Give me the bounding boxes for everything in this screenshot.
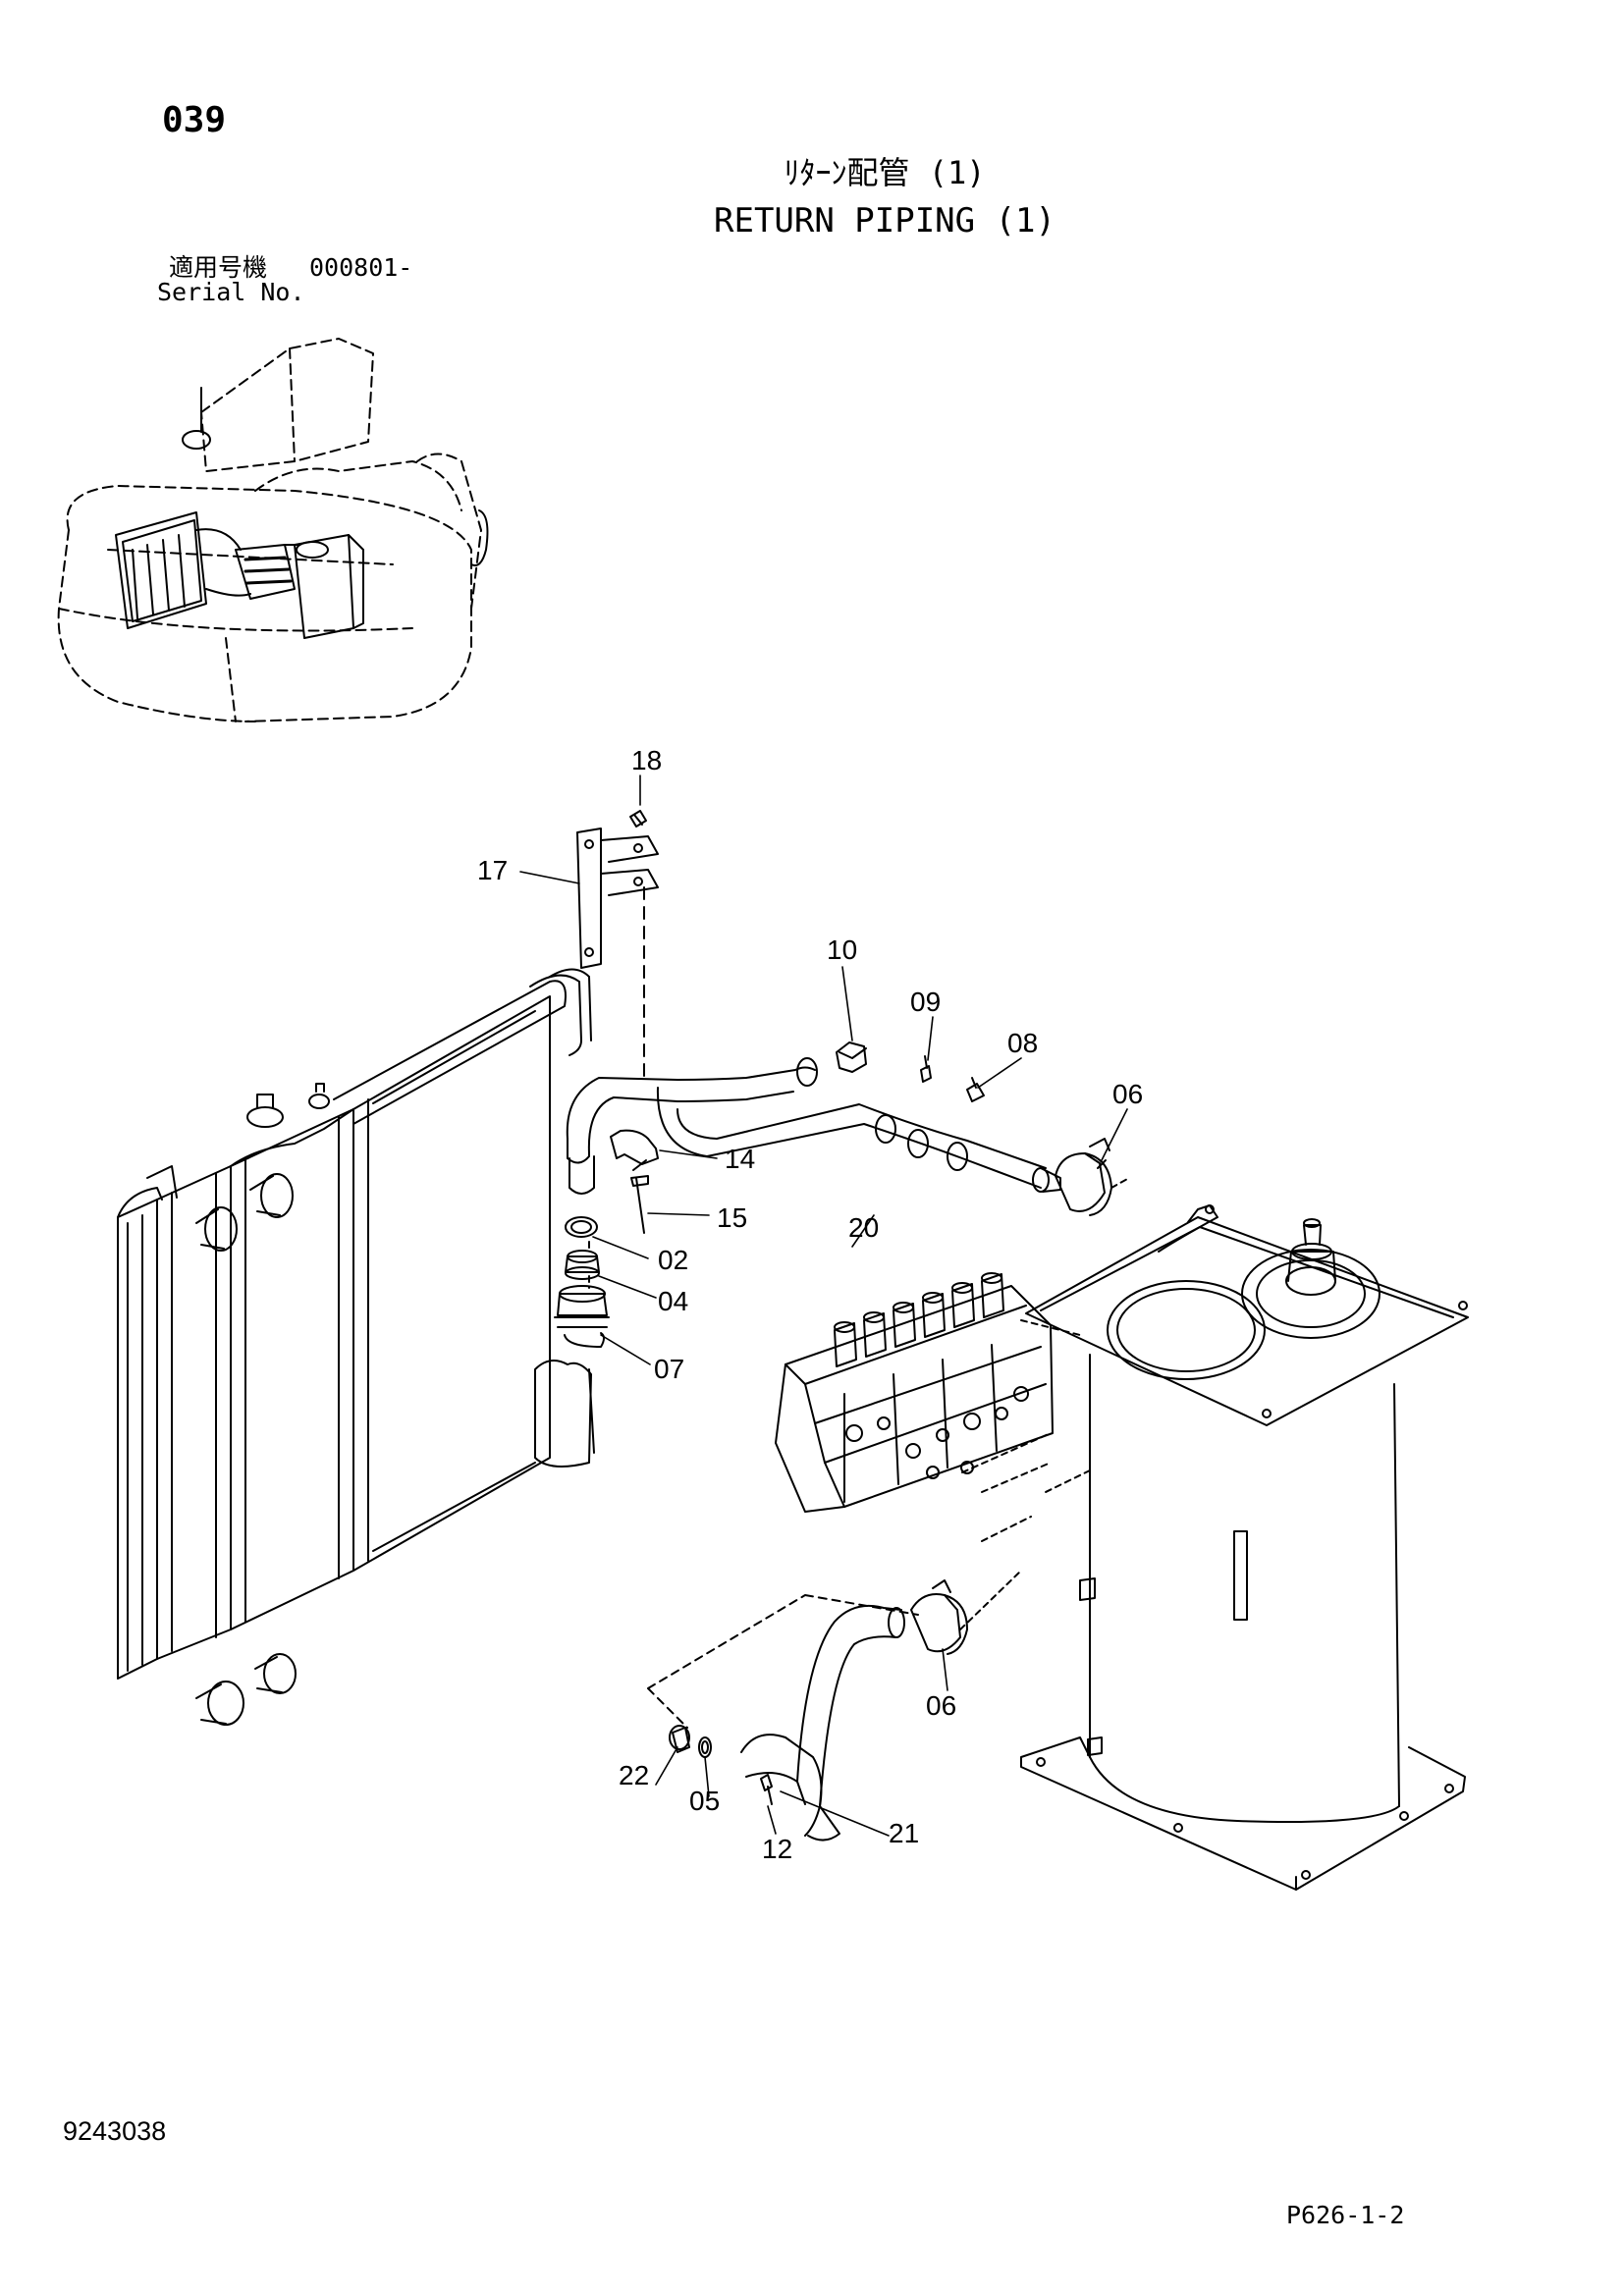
callout-05: 05 xyxy=(689,1786,720,1816)
hose-band-upper xyxy=(1055,1138,1130,1216)
callout-09: 09 xyxy=(910,987,941,1017)
control-valve xyxy=(775,1272,1081,1513)
callout-08: 08 xyxy=(1007,1028,1038,1058)
serial-range: 000801- xyxy=(309,253,413,282)
callout-labels: 18 17 10 09 08 06 14 15 20 02 04 07 06 2… xyxy=(477,745,1143,1864)
serial-label-japanese: 適用号機 xyxy=(169,253,268,282)
return-pipe-20 xyxy=(566,1041,1061,1195)
callout-21: 21 xyxy=(889,1818,919,1848)
title-japanese: ﾘﾀｰﾝ配管 (1) xyxy=(784,154,986,191)
callout-15: 15 xyxy=(717,1202,747,1233)
page-number: 039 xyxy=(162,100,227,140)
callout-20: 20 xyxy=(848,1212,879,1243)
callout-06-lower: 06 xyxy=(926,1690,956,1721)
sheet-reference: P626-1-2 xyxy=(1286,2201,1405,2229)
document-number: 9243038 xyxy=(63,2116,167,2146)
hydraulic-tank xyxy=(981,1204,1469,1891)
callout-leaders xyxy=(519,774,1128,1837)
hose-connection-stack xyxy=(554,1216,610,1348)
callout-22: 22 xyxy=(619,1760,649,1790)
callout-07: 07 xyxy=(654,1354,684,1384)
bracket-assembly xyxy=(576,810,659,1081)
return-hose-21 xyxy=(647,1570,1022,1842)
callout-18: 18 xyxy=(631,745,662,775)
callout-06-upper: 06 xyxy=(1112,1079,1143,1109)
callout-04: 04 xyxy=(658,1286,688,1316)
callout-17: 17 xyxy=(477,855,508,885)
serial-label-english: Serial No. xyxy=(157,278,305,306)
callout-10: 10 xyxy=(827,934,857,965)
callout-14: 14 xyxy=(725,1144,755,1174)
radiator-oil-cooler xyxy=(117,968,595,1726)
callout-02: 02 xyxy=(658,1245,688,1275)
machine-overview-illustration xyxy=(57,338,489,722)
title-english: RETURN PIPING (1) xyxy=(714,201,1056,240)
pipe-clamp-14 xyxy=(610,1129,659,1234)
callout-12: 12 xyxy=(762,1834,792,1864)
